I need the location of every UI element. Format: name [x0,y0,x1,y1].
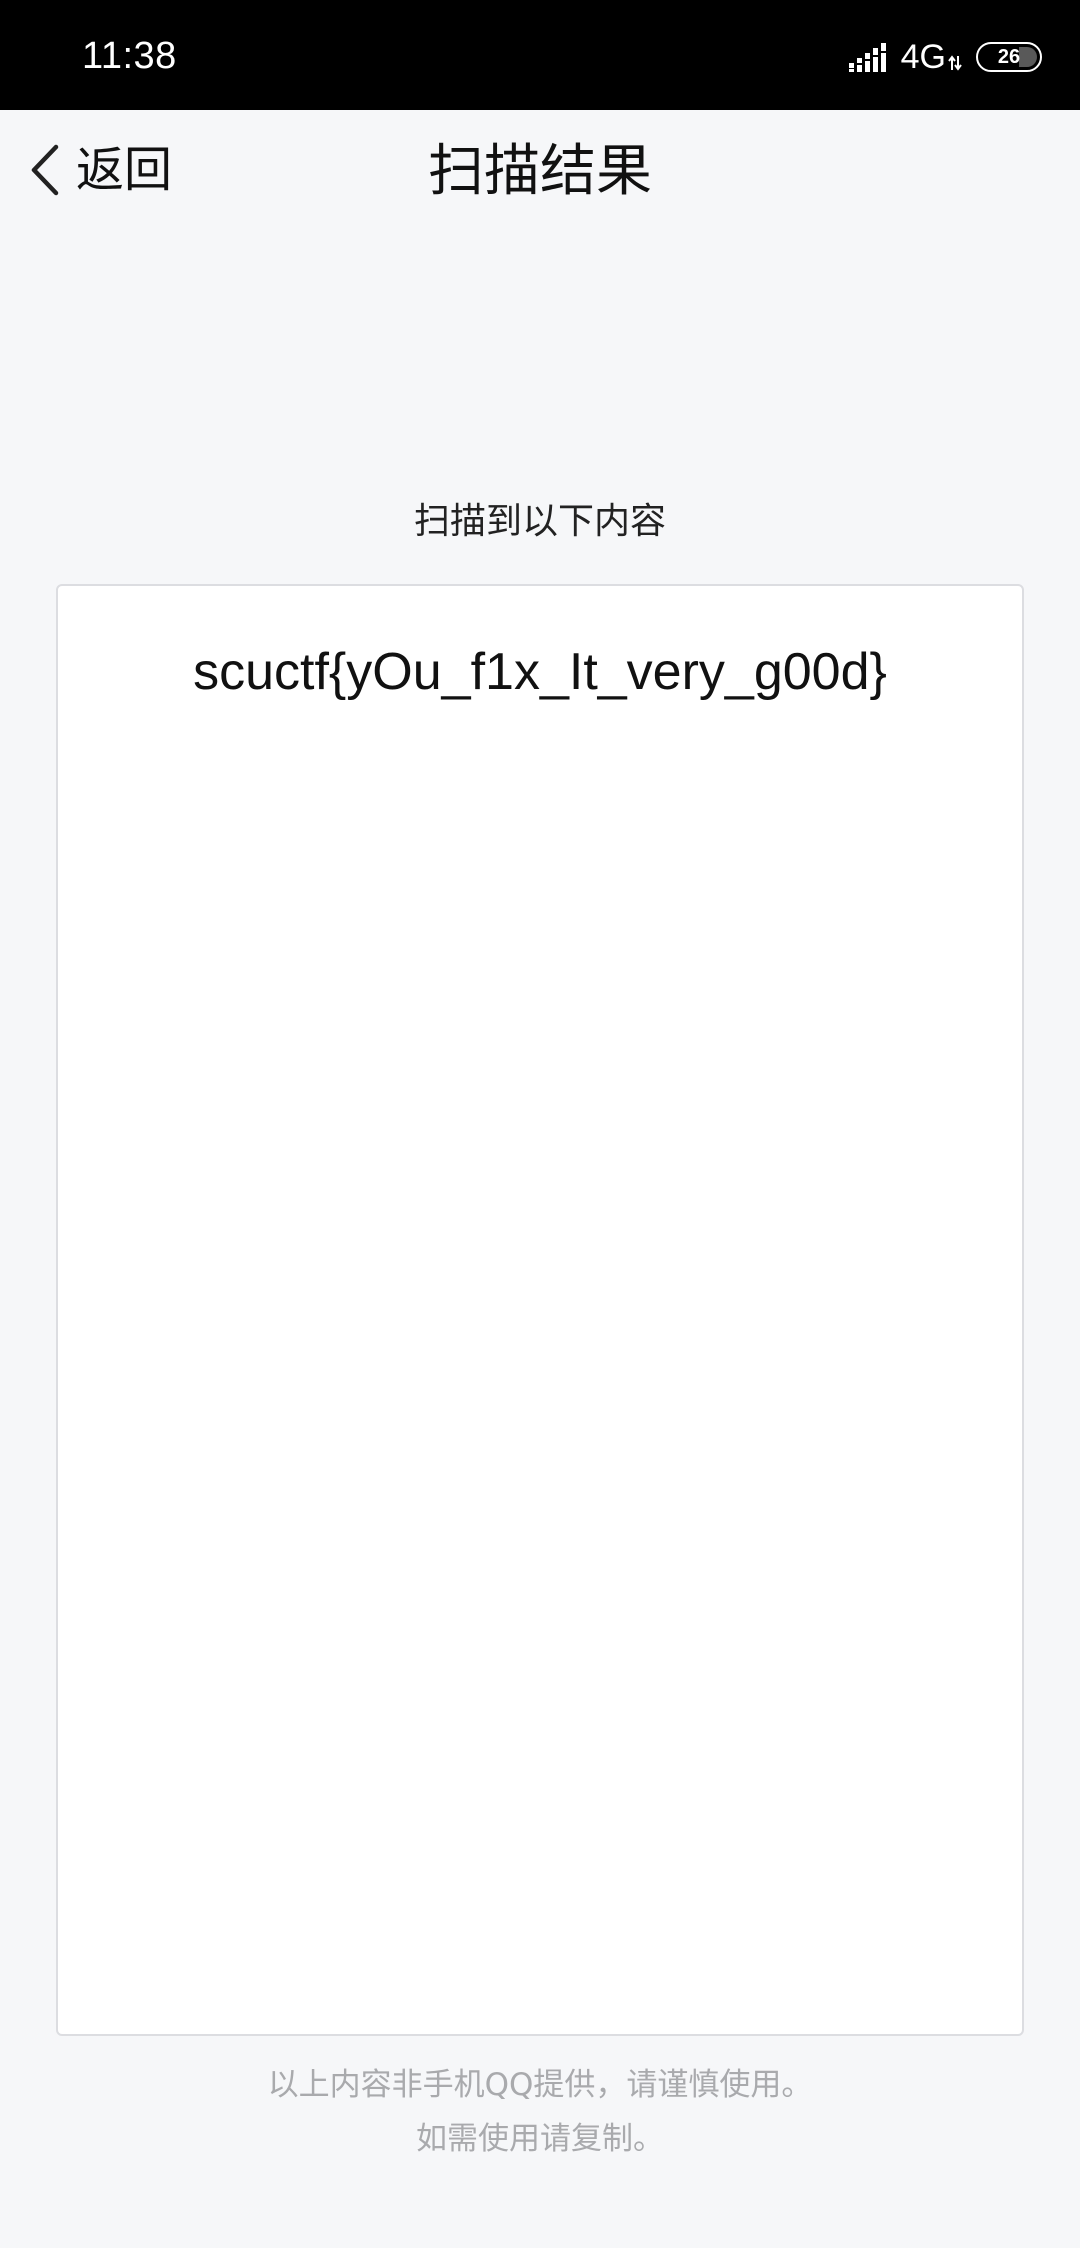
signal-icon [848,43,886,72]
status-time: 11:38 [82,35,177,77]
chevron-left-icon [31,144,59,196]
network-arrows-icon [948,55,962,71]
back-button[interactable]: 返回 [28,138,172,202]
scan-result-text[interactable]: scuctf{yOu_f1x_It_very_g00d} [193,643,887,701]
page-title: 扫描结果 [428,139,652,204]
network-type: 4G [900,38,946,76]
disclaimer-line-2: 如需使用请复制。 [416,2121,664,2157]
nav-bar: 返回 扫描结果 [0,110,1080,232]
status-bar: 11:38 4G 26 [0,0,1080,110]
battery-icon: 26 [976,42,1042,72]
network-indicator: 4G [901,40,962,74]
back-label: 返回 [76,142,173,198]
result-heading: 扫描到以下内容 [413,501,666,542]
result-box[interactable]: scuctf{yOu_f1x_It_very_g00d} [56,584,1024,2036]
battery-level-text: 26 [997,46,1021,68]
disclaimer: 以上内容非手机QQ提供，请谨慎使用。 如需使用请复制。 [0,2058,1080,2166]
disclaimer-line-1: 以上内容非手机QQ提供，请谨慎使用。 [267,2067,813,2103]
status-icons: 4G 26 [848,40,1042,74]
